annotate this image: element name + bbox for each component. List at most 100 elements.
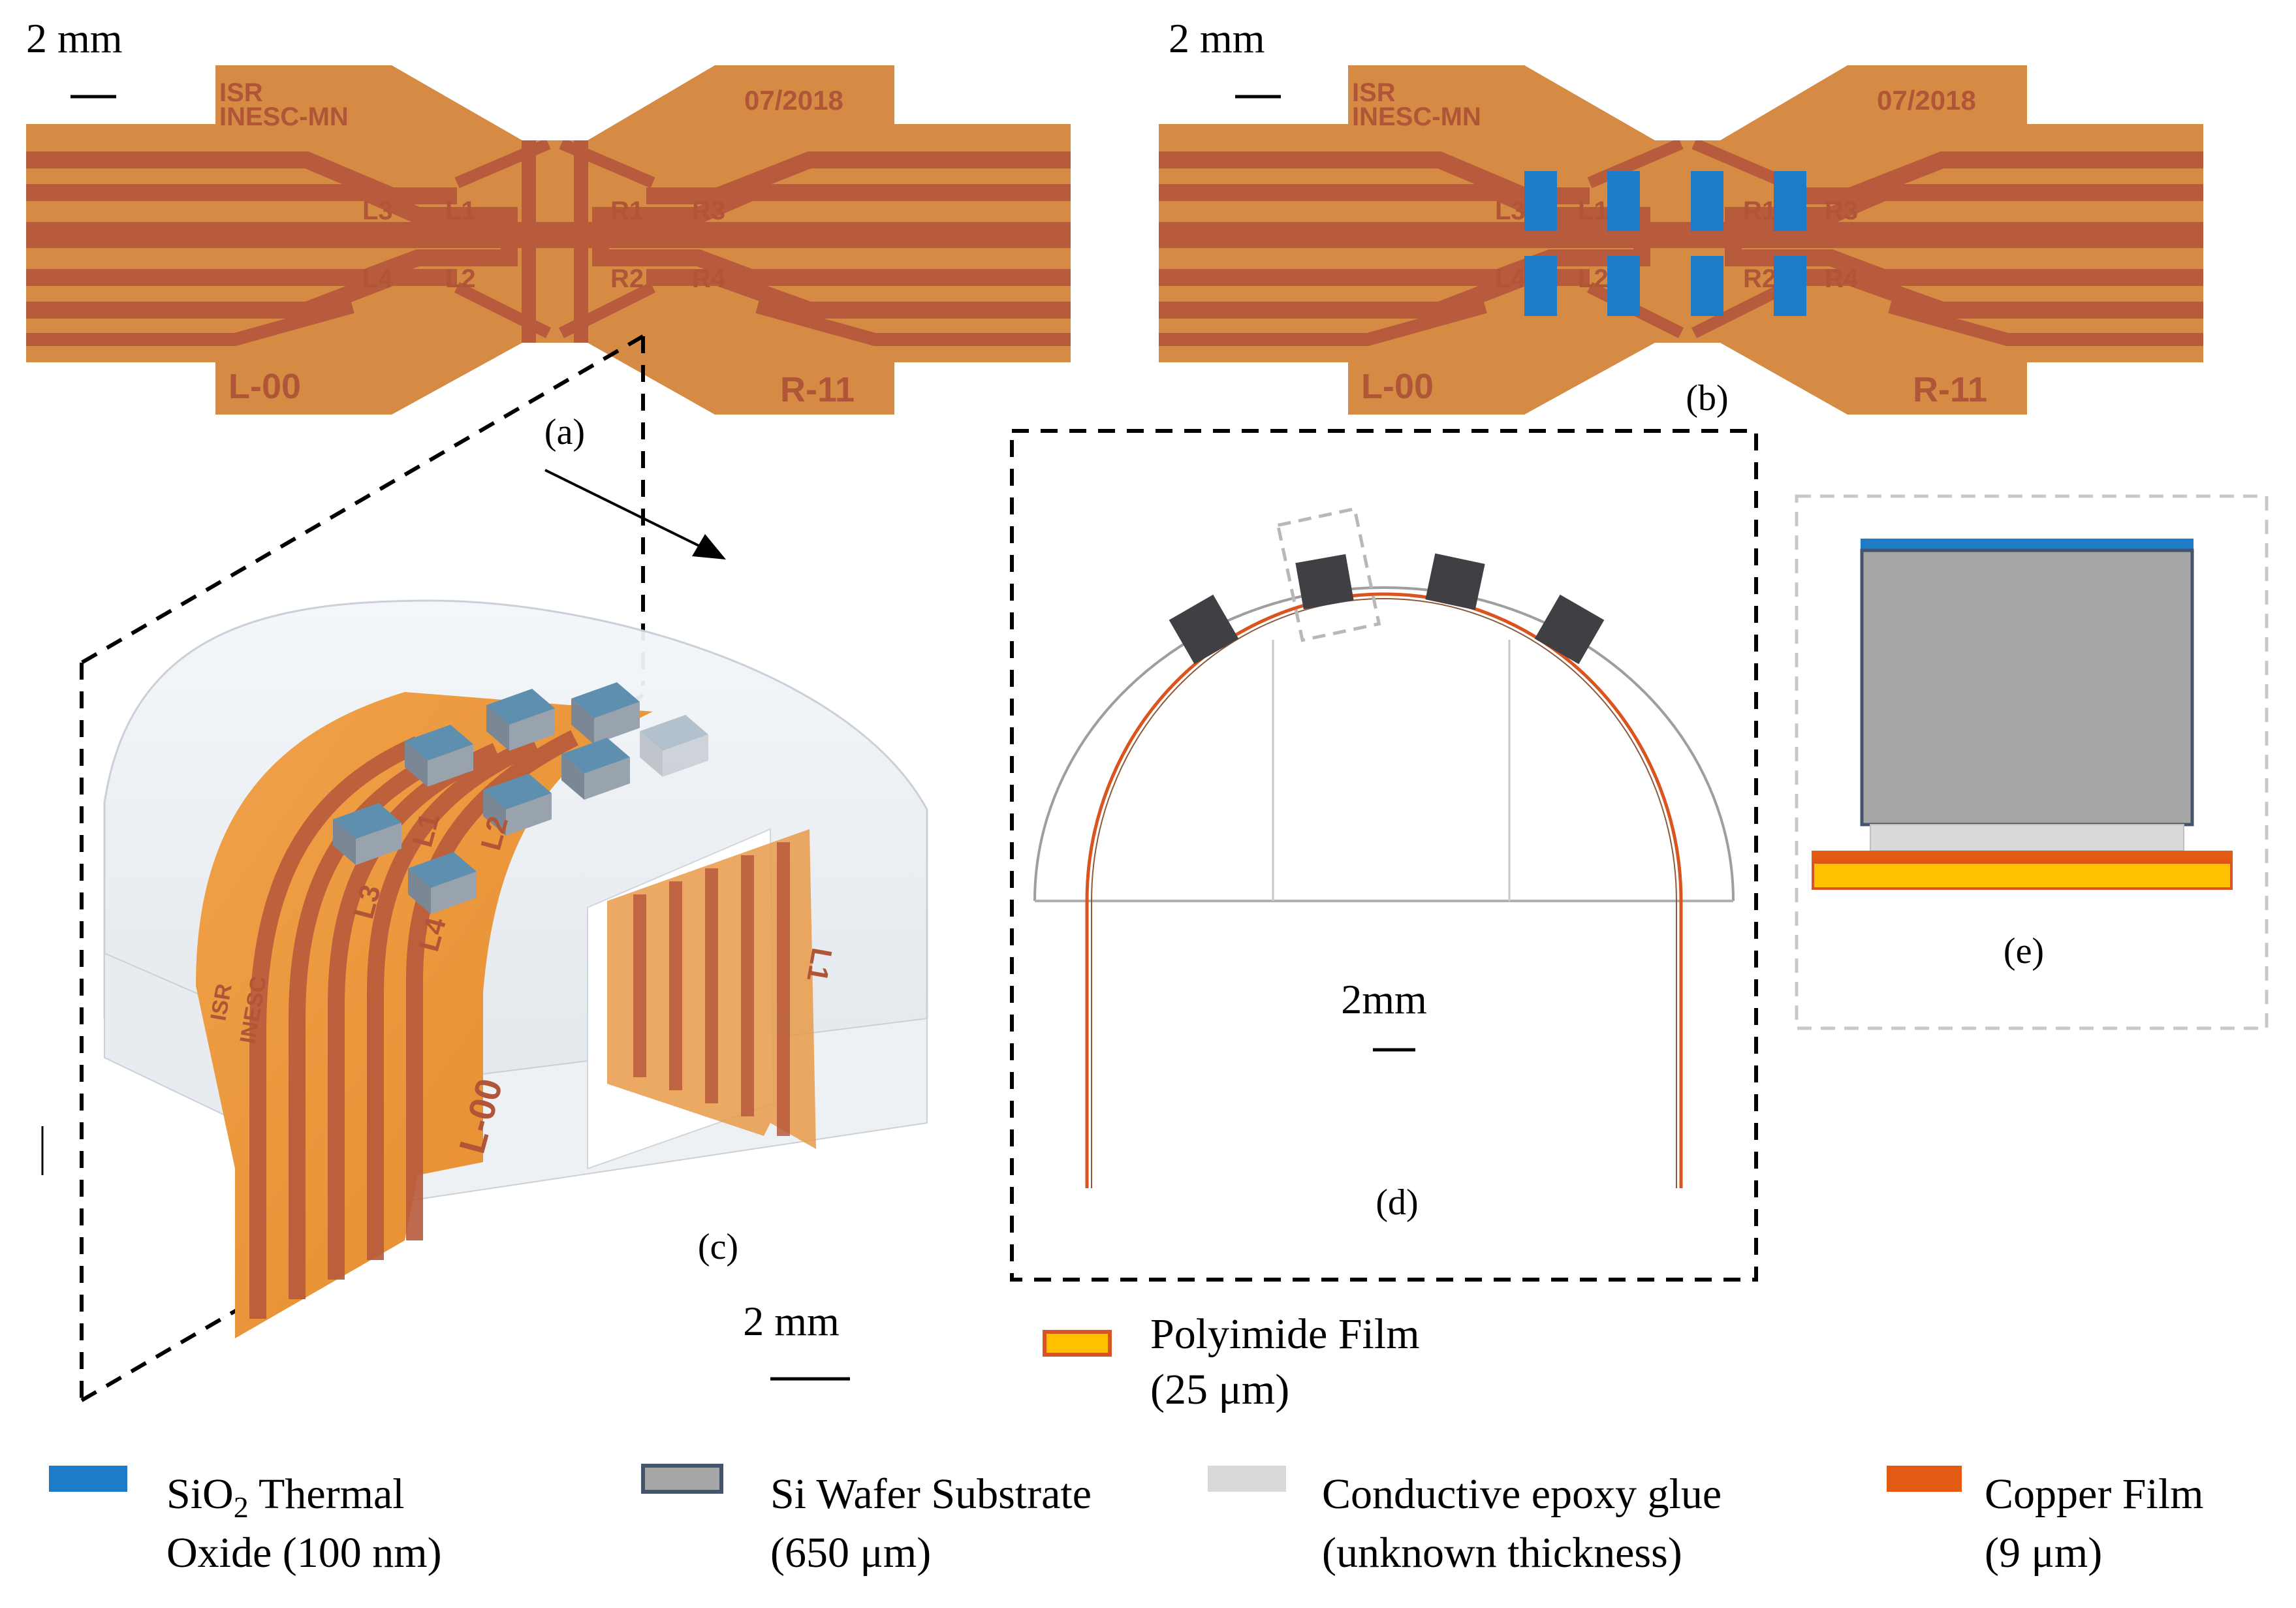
scalebar-a-label: 2 mm <box>26 15 123 61</box>
panel-label-b: (b) <box>1686 378 1728 418</box>
pad-label-l4: L4 <box>362 264 393 293</box>
legend: Polyimide Film (25 μm) SiO2 Thermal Oxid… <box>49 1310 2204 1577</box>
stack-sio2-layer <box>1861 539 2194 550</box>
pad-label-l2: L2 <box>445 264 476 293</box>
pad-label-l3: L3 <box>362 197 393 225</box>
flex-film-arc <box>1085 592 1683 1188</box>
chip-3d-4 <box>333 803 401 865</box>
flex-traces-right <box>633 842 790 1136</box>
pad-label-r2: R2 <box>610 264 644 293</box>
chip-3d-7 <box>408 852 477 914</box>
legend-sio2: SiO2 Thermal Oxide (100 nm) <box>49 1466 442 1577</box>
outer-housing-arc <box>1033 586 1735 902</box>
pcb-maker-line1: ISR <box>219 78 263 107</box>
pad-label-r4: R4 <box>692 264 726 293</box>
detail-callout-box <box>1276 507 1381 642</box>
pad-label-r1: R1 <box>610 197 644 225</box>
panel-b-pcb-with-chips: 2 mm ISR IN <box>1159 15 2203 418</box>
arrow-head <box>692 534 726 560</box>
pcb-right-code: R-11 <box>780 370 855 409</box>
legend-swatch-polyimide <box>1043 1330 1112 1357</box>
legend-swatch-sio2 <box>49 1466 127 1492</box>
chip-r4 <box>1774 256 1806 316</box>
stack-copper-layer <box>1812 851 2233 862</box>
pcb-maker-line2: INESC-MN <box>219 102 349 131</box>
pad-b-label-l2: L2 <box>1578 264 1609 293</box>
legend-epoxy-line2: (unknown thickness) <box>1322 1529 1682 1577</box>
legend-polyimide-line2: (25 μm) <box>1150 1366 1289 1413</box>
panel-label-a: (a) <box>544 412 585 452</box>
cs-chip-3 <box>1425 553 1485 610</box>
panel-label-c: (c) <box>698 1227 738 1267</box>
cross-section-chips <box>1169 553 1605 665</box>
panel-label-d: (d) <box>1376 1182 1418 1223</box>
pad-b-label-r4: R4 <box>1825 264 1859 293</box>
legend-sio2-line1: SiO2 Thermal <box>166 1470 405 1524</box>
panel-e-frame <box>1795 494 2269 1030</box>
stack-polyimide-layer <box>1812 861 2233 890</box>
chip-3d-6 <box>561 738 630 800</box>
stack-epoxy-layer <box>1870 824 2184 851</box>
pad-b-label-l4: L4 <box>1495 264 1526 293</box>
legend-sio2-line2: Oxide (100 nm) <box>166 1529 442 1577</box>
pad-label-l1: L1 <box>445 197 476 225</box>
pad-b-label-r1: R1 <box>1743 197 1776 225</box>
chip-l1 <box>1607 171 1640 231</box>
pcb-b-left-code: L-00 <box>1361 367 1434 406</box>
pcb-b-right-code: R-11 <box>1913 370 1987 409</box>
arrow-shaft <box>544 469 709 552</box>
chip-3d-1 <box>405 725 473 787</box>
pcb-b-date: 07/2018 <box>1877 85 1976 116</box>
pad-b-label-l3: L3 <box>1495 197 1526 225</box>
panel-d-frame <box>1010 429 1758 1282</box>
legend-epoxy-line1: Conductive epoxy glue <box>1322 1470 1722 1518</box>
chips-3d <box>333 682 708 914</box>
legend-copper: Copper Film (9 μm) <box>1887 1466 2204 1577</box>
pad-b-label-r3: R3 <box>1825 197 1858 225</box>
panel-d-cross-section: 2mm (d) <box>1010 429 1758 1282</box>
panel-a-pcb-layout: 2 mm ISR INESC-MN 07/2018 L-00 <box>26 15 1071 452</box>
legend-polyimide-line1: Polyimide Film <box>1150 1310 1420 1358</box>
legend-swatch-si <box>641 1464 723 1494</box>
chip-r1 <box>1691 171 1723 231</box>
legend-si-line1: Si Wafer Substrate <box>770 1470 1092 1518</box>
cs-chip-1 <box>1169 594 1239 665</box>
pcb-date: 07/2018 <box>744 85 843 116</box>
legend-si-line2: (650 μm) <box>770 1529 931 1577</box>
chip-3d-2 <box>486 689 555 751</box>
legend-swatch-epoxy <box>1208 1466 1286 1492</box>
pad-b-label-r2: R2 <box>1743 264 1776 293</box>
panel-e-layer-stack: (e) <box>1795 494 2269 1030</box>
chip-l4 <box>1524 256 1557 316</box>
legend-polyimide: Polyimide Film (25 μm) <box>1043 1310 1420 1413</box>
pcb-a-labels: ISR INESC-MN 07/2018 L-00 R-11 L3 L1 R1 … <box>219 78 855 409</box>
legend-copper-line2: (9 μm) <box>1985 1529 2102 1577</box>
legend-swatch-copper <box>1887 1466 1962 1492</box>
legend-copper-line1: Copper Film <box>1985 1470 2204 1518</box>
pcb-left-code: L-00 <box>228 367 301 406</box>
scalebar-b-label: 2 mm <box>1169 15 1265 61</box>
chip-3d-3 <box>571 682 640 744</box>
chip-r3 <box>1774 171 1806 231</box>
legend-epoxy: Conductive epoxy glue (unknown thickness… <box>1208 1466 1722 1577</box>
chip-r2 <box>1691 256 1723 316</box>
flex-pcb-left <box>196 692 653 1338</box>
pad-b-label-l1: L1 <box>1578 197 1609 225</box>
pcb-b-maker-line2: INESC-MN <box>1352 102 1481 131</box>
sio2-chips-b <box>1524 171 1806 316</box>
chip-3d-5 <box>483 774 552 836</box>
render-label-l1-right: L1 <box>800 945 838 984</box>
flex-film-inner <box>1091 598 1677 1188</box>
cs-chip-4 <box>1534 594 1605 665</box>
panel-label-e: (e) <box>2004 931 2044 971</box>
pad-label-r3: R3 <box>692 197 725 225</box>
cs-chip-2 <box>1295 554 1354 610</box>
pcb-a-traces <box>26 138 1071 346</box>
chip-l2 <box>1607 256 1640 316</box>
pcb-b-labels: ISR INESC-MN 07/2018 L-00 R-11 L3 L1 R1 … <box>1352 78 1987 409</box>
legend-si: Si Wafer Substrate (650 μm) <box>641 1464 1092 1577</box>
chip-3d-8 <box>640 715 708 777</box>
scalebar-d-label: 2mm <box>1341 976 1427 1022</box>
pcb-b-maker-line1: ISR <box>1352 78 1396 107</box>
